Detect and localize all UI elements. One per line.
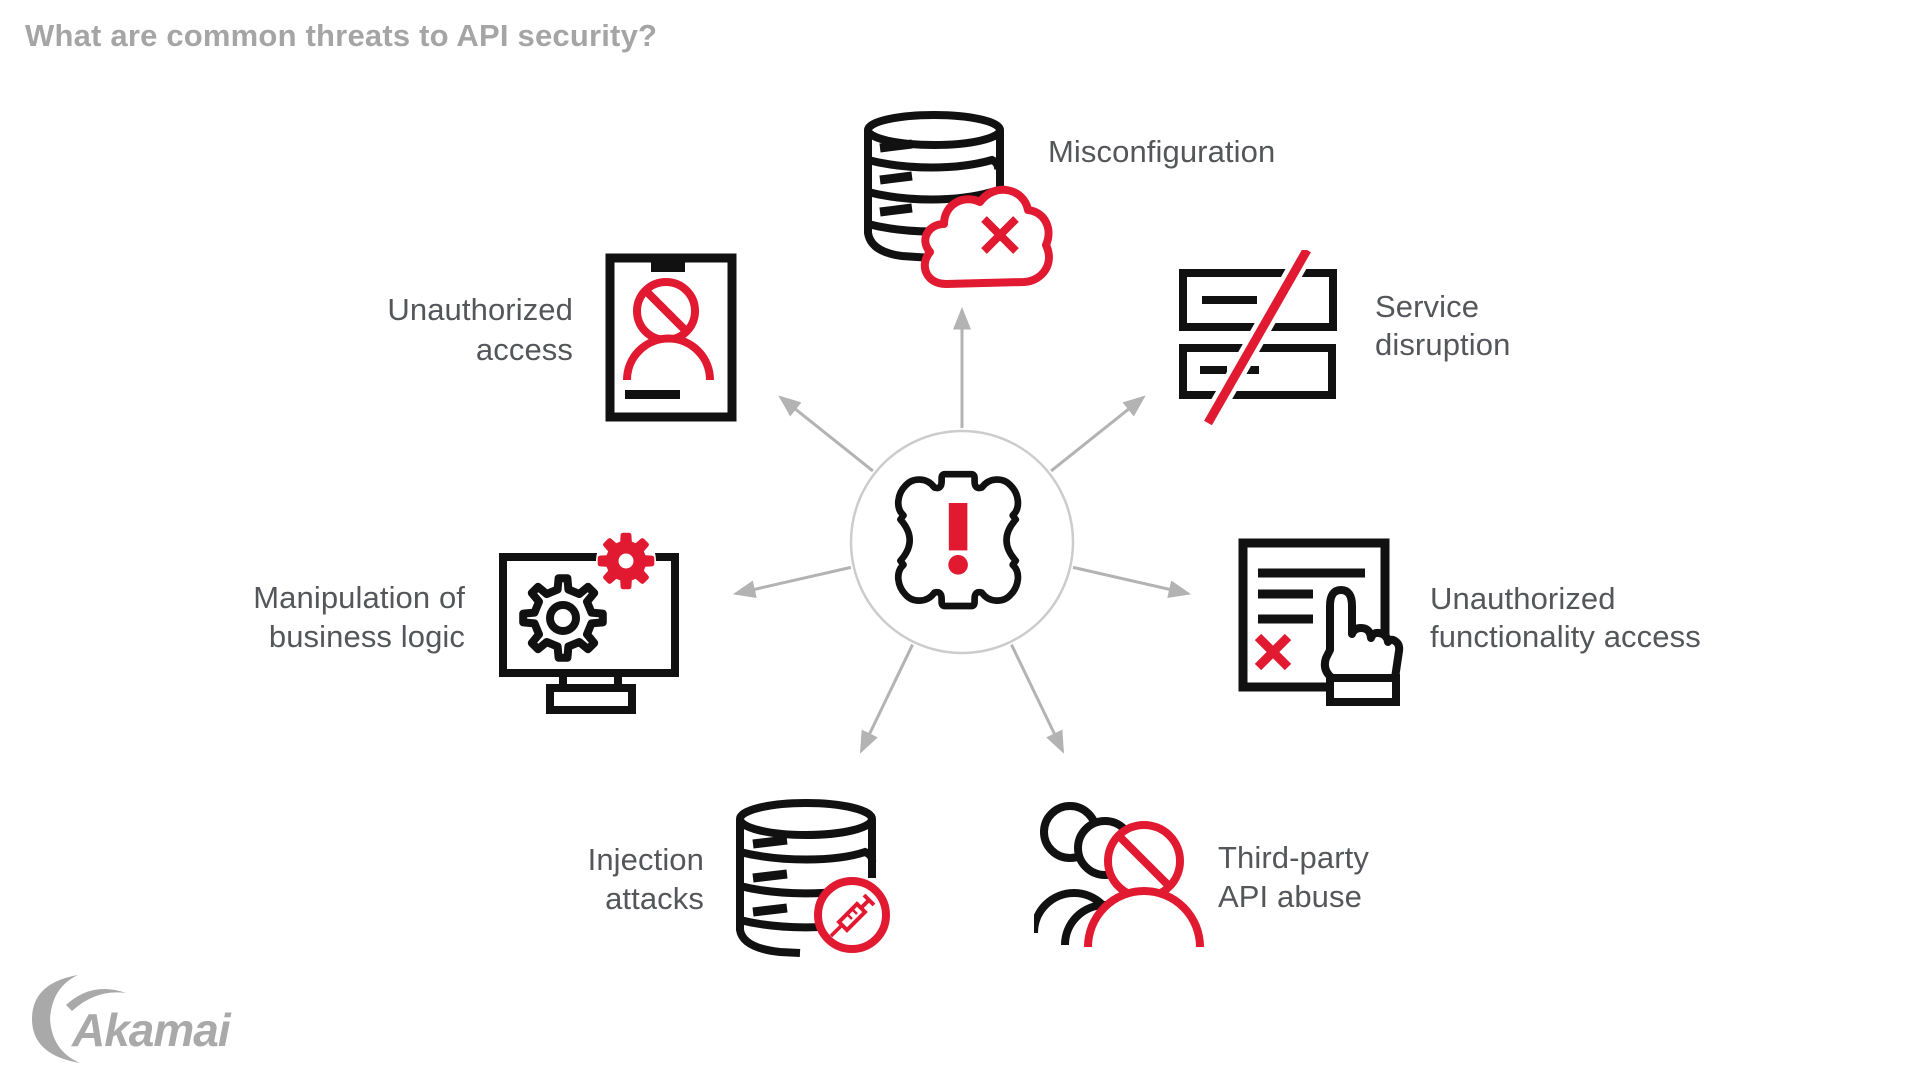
logo-swoosh-small xyxy=(66,989,126,1011)
speaker-bar xyxy=(651,261,685,272)
label-third-party-api-abuse: Third-party API abuse xyxy=(1218,840,1369,914)
name-bar xyxy=(625,390,680,399)
radiating-arrows xyxy=(732,307,1192,754)
arrow-service-disruption xyxy=(1050,395,1146,473)
mobile-user-blocked-icon xyxy=(605,253,737,422)
label-manipulation-of-business-logic: Manipulation of business logic xyxy=(253,580,465,654)
users-blocked-icon xyxy=(1034,802,1204,948)
arrow-unauthorized-access xyxy=(778,395,874,473)
label-unauthorized-access: Unauthorized access xyxy=(387,292,573,367)
arrow-injection xyxy=(859,644,914,754)
document-hand-block-icon xyxy=(1238,538,1404,706)
label-misconfiguration: Misconfiguration xyxy=(1048,134,1276,169)
server-slash-icon xyxy=(1179,250,1337,426)
arrow-manipulation xyxy=(732,565,852,599)
label-injection-attacks: Injection attacks xyxy=(587,842,704,916)
error-cloud xyxy=(920,185,1053,288)
arrow-third-party xyxy=(1010,644,1065,754)
akamai-logo: Akamai xyxy=(32,975,233,1063)
pointing-hand xyxy=(1320,586,1404,706)
logo-wordmark: Akamai xyxy=(71,1004,232,1056)
x-mark xyxy=(1254,633,1292,671)
red-slash xyxy=(1204,250,1311,426)
database-syringe-icon xyxy=(736,799,890,957)
arrow-unauthorized-functionality xyxy=(1072,565,1192,599)
blocked-user xyxy=(623,278,714,381)
alert-gear-badge-icon xyxy=(895,470,1022,610)
syringe-badge xyxy=(814,877,890,953)
exclamation-bar xyxy=(948,503,968,551)
blocked-user xyxy=(1084,821,1204,948)
page-title: What are common threats to API security? xyxy=(25,18,658,53)
x-mark xyxy=(981,216,1019,254)
exclamation-dot xyxy=(948,555,968,575)
database-cloud-error-icon xyxy=(864,111,1053,288)
hub-diagram xyxy=(732,307,1192,754)
label-service-disruption: Service disruption xyxy=(1375,289,1511,362)
monitor-gears-icon xyxy=(499,531,679,714)
logo-swoosh-large xyxy=(32,975,80,1063)
label-unauthorized-functionality-access: Unauthorized functionality access xyxy=(1430,581,1701,654)
